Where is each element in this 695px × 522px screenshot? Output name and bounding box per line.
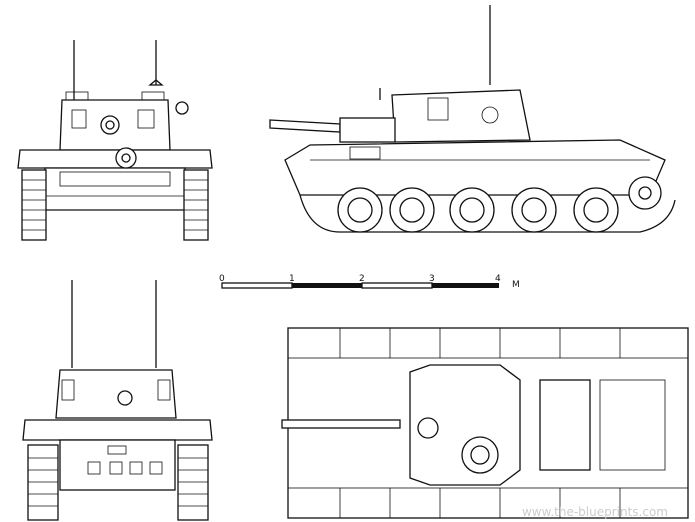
front-view <box>17 40 213 241</box>
scale-tick-3: 3 <box>429 274 435 284</box>
scale-bar: 0 1 2 3 4 M <box>219 274 520 290</box>
scale-unit: M <box>512 280 520 290</box>
scale-tick-2: 2 <box>359 274 365 284</box>
scale-tick-1: 1 <box>289 274 295 284</box>
watermark: www.the-blueprints.com <box>522 505 668 519</box>
rear-view <box>22 280 213 521</box>
top-view <box>281 327 689 519</box>
scale-tick-4: 4 <box>495 274 501 284</box>
scale-tick-0: 0 <box>219 274 225 284</box>
side-view <box>269 5 676 233</box>
